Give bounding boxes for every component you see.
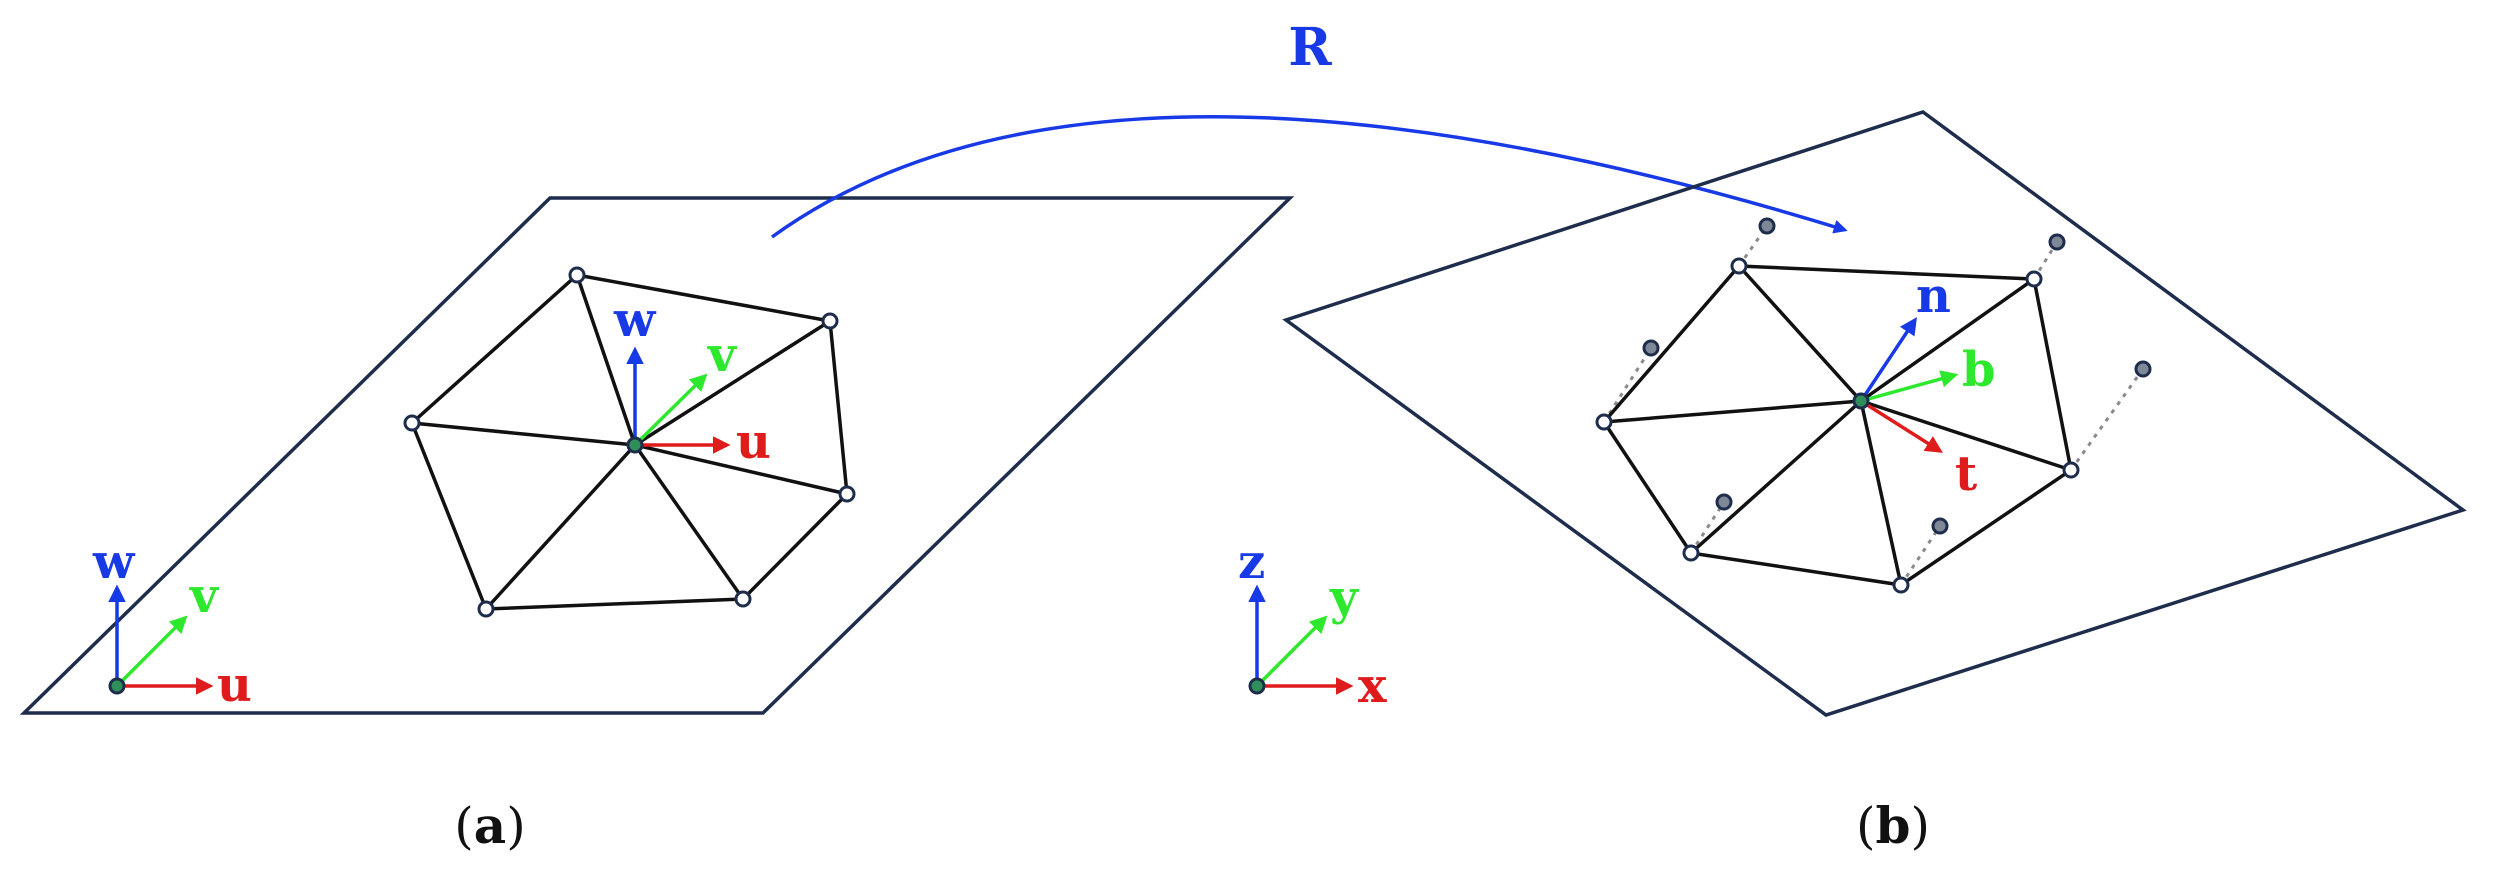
local-frame-b: t b n	[1852, 268, 1996, 502]
mesh-b-spoke	[1603, 399, 1862, 424]
n-axis-label: n	[1916, 268, 1951, 324]
mesh-vertex	[1682, 544, 1700, 562]
mesh-vertex	[2062, 461, 2080, 479]
center-vertex	[626, 436, 644, 454]
v-axis-arrow	[633, 373, 708, 447]
offset-vertices	[1642, 217, 2152, 535]
original-vertex	[1715, 493, 1733, 511]
mesh-vertex	[477, 600, 495, 618]
local-frame-a: u v w	[613, 292, 771, 470]
mesh-b-spoke	[1859, 400, 1903, 586]
rotation-arrow	[770, 115, 1848, 239]
mesh-a-spoke	[633, 443, 745, 601]
mesh-a-spoke	[411, 421, 636, 447]
mesh-a-spoke	[575, 274, 637, 446]
v-axis-arrow	[115, 615, 188, 688]
world-origin	[1248, 677, 1266, 695]
mesh-a-vertices	[403, 266, 856, 618]
mesh-b-spoke	[1737, 264, 1863, 403]
mesh-vertex	[1892, 576, 1910, 594]
mesh-b-spoke	[1860, 399, 2072, 472]
mesh-vertex	[403, 414, 421, 432]
mesh-b-outline	[1601, 264, 2073, 587]
w-axis-label: w	[92, 534, 136, 590]
t-axis-label: t	[1955, 446, 1977, 502]
mesh-b	[1601, 264, 2073, 587]
mesh-vertex	[821, 312, 839, 330]
offset-line	[1899, 525, 1942, 586]
mesh-a-spoke	[484, 443, 637, 611]
mesh-vertex	[1730, 257, 1748, 275]
rotation-label: R	[1288, 17, 1332, 78]
mesh-vertex	[568, 266, 586, 284]
offset-line	[1689, 501, 1726, 554]
mesh-vertex	[838, 485, 856, 503]
offset-line	[2032, 241, 2059, 280]
plane-a	[19, 196, 1295, 715]
z-axis-label: z	[1238, 534, 1265, 590]
u-axis-label: u	[736, 414, 771, 470]
mesh-b-vertices	[1595, 257, 2080, 594]
t-axis-arrow	[1860, 399, 1943, 453]
offset-line	[1602, 347, 1653, 423]
y-axis-arrow	[1255, 615, 1328, 688]
original-vertex	[1758, 217, 1776, 235]
n-axis-arrow	[1859, 317, 1917, 402]
mesh-b-spoke	[1689, 399, 1863, 555]
origin-vertex	[108, 677, 126, 695]
original-vertex	[1931, 517, 1949, 535]
w-axis-label: w	[613, 292, 657, 348]
caption-b: (b)	[1856, 796, 1930, 855]
mesh-vertex	[734, 590, 752, 608]
u-axis-label: u	[217, 657, 252, 713]
rotation-arrow-group: R	[770, 17, 1848, 239]
mesh-vertex	[2025, 270, 2043, 288]
original-vertex	[2048, 233, 2066, 251]
origin-frame-a: u v w	[92, 534, 252, 713]
original-vertex	[1642, 339, 1660, 357]
panel-b: t b n (b)	[1282, 110, 2467, 855]
mesh-a-spoke	[634, 319, 831, 447]
v-axis-label: v	[707, 327, 738, 383]
mesh-vertex	[1595, 413, 1613, 431]
offset-line	[2069, 368, 2145, 471]
center-vertex	[1852, 392, 1870, 410]
b-axis-label: b	[1962, 342, 1996, 398]
b-axis-arrow	[1860, 370, 1959, 403]
mesh-a-spoke	[634, 443, 848, 496]
world-frame: x y z	[1238, 534, 1387, 714]
y-axis-label: y	[1329, 570, 1360, 626]
v-axis-label: v	[189, 568, 220, 624]
caption-a: (a)	[454, 796, 525, 855]
original-vertex	[2134, 360, 2152, 378]
mesh-b-spoke	[1859, 277, 2036, 403]
panel-a: u v w u v w (a)	[19, 196, 1295, 855]
x-axis-label: x	[1358, 658, 1387, 714]
plane-b	[1282, 110, 2467, 717]
